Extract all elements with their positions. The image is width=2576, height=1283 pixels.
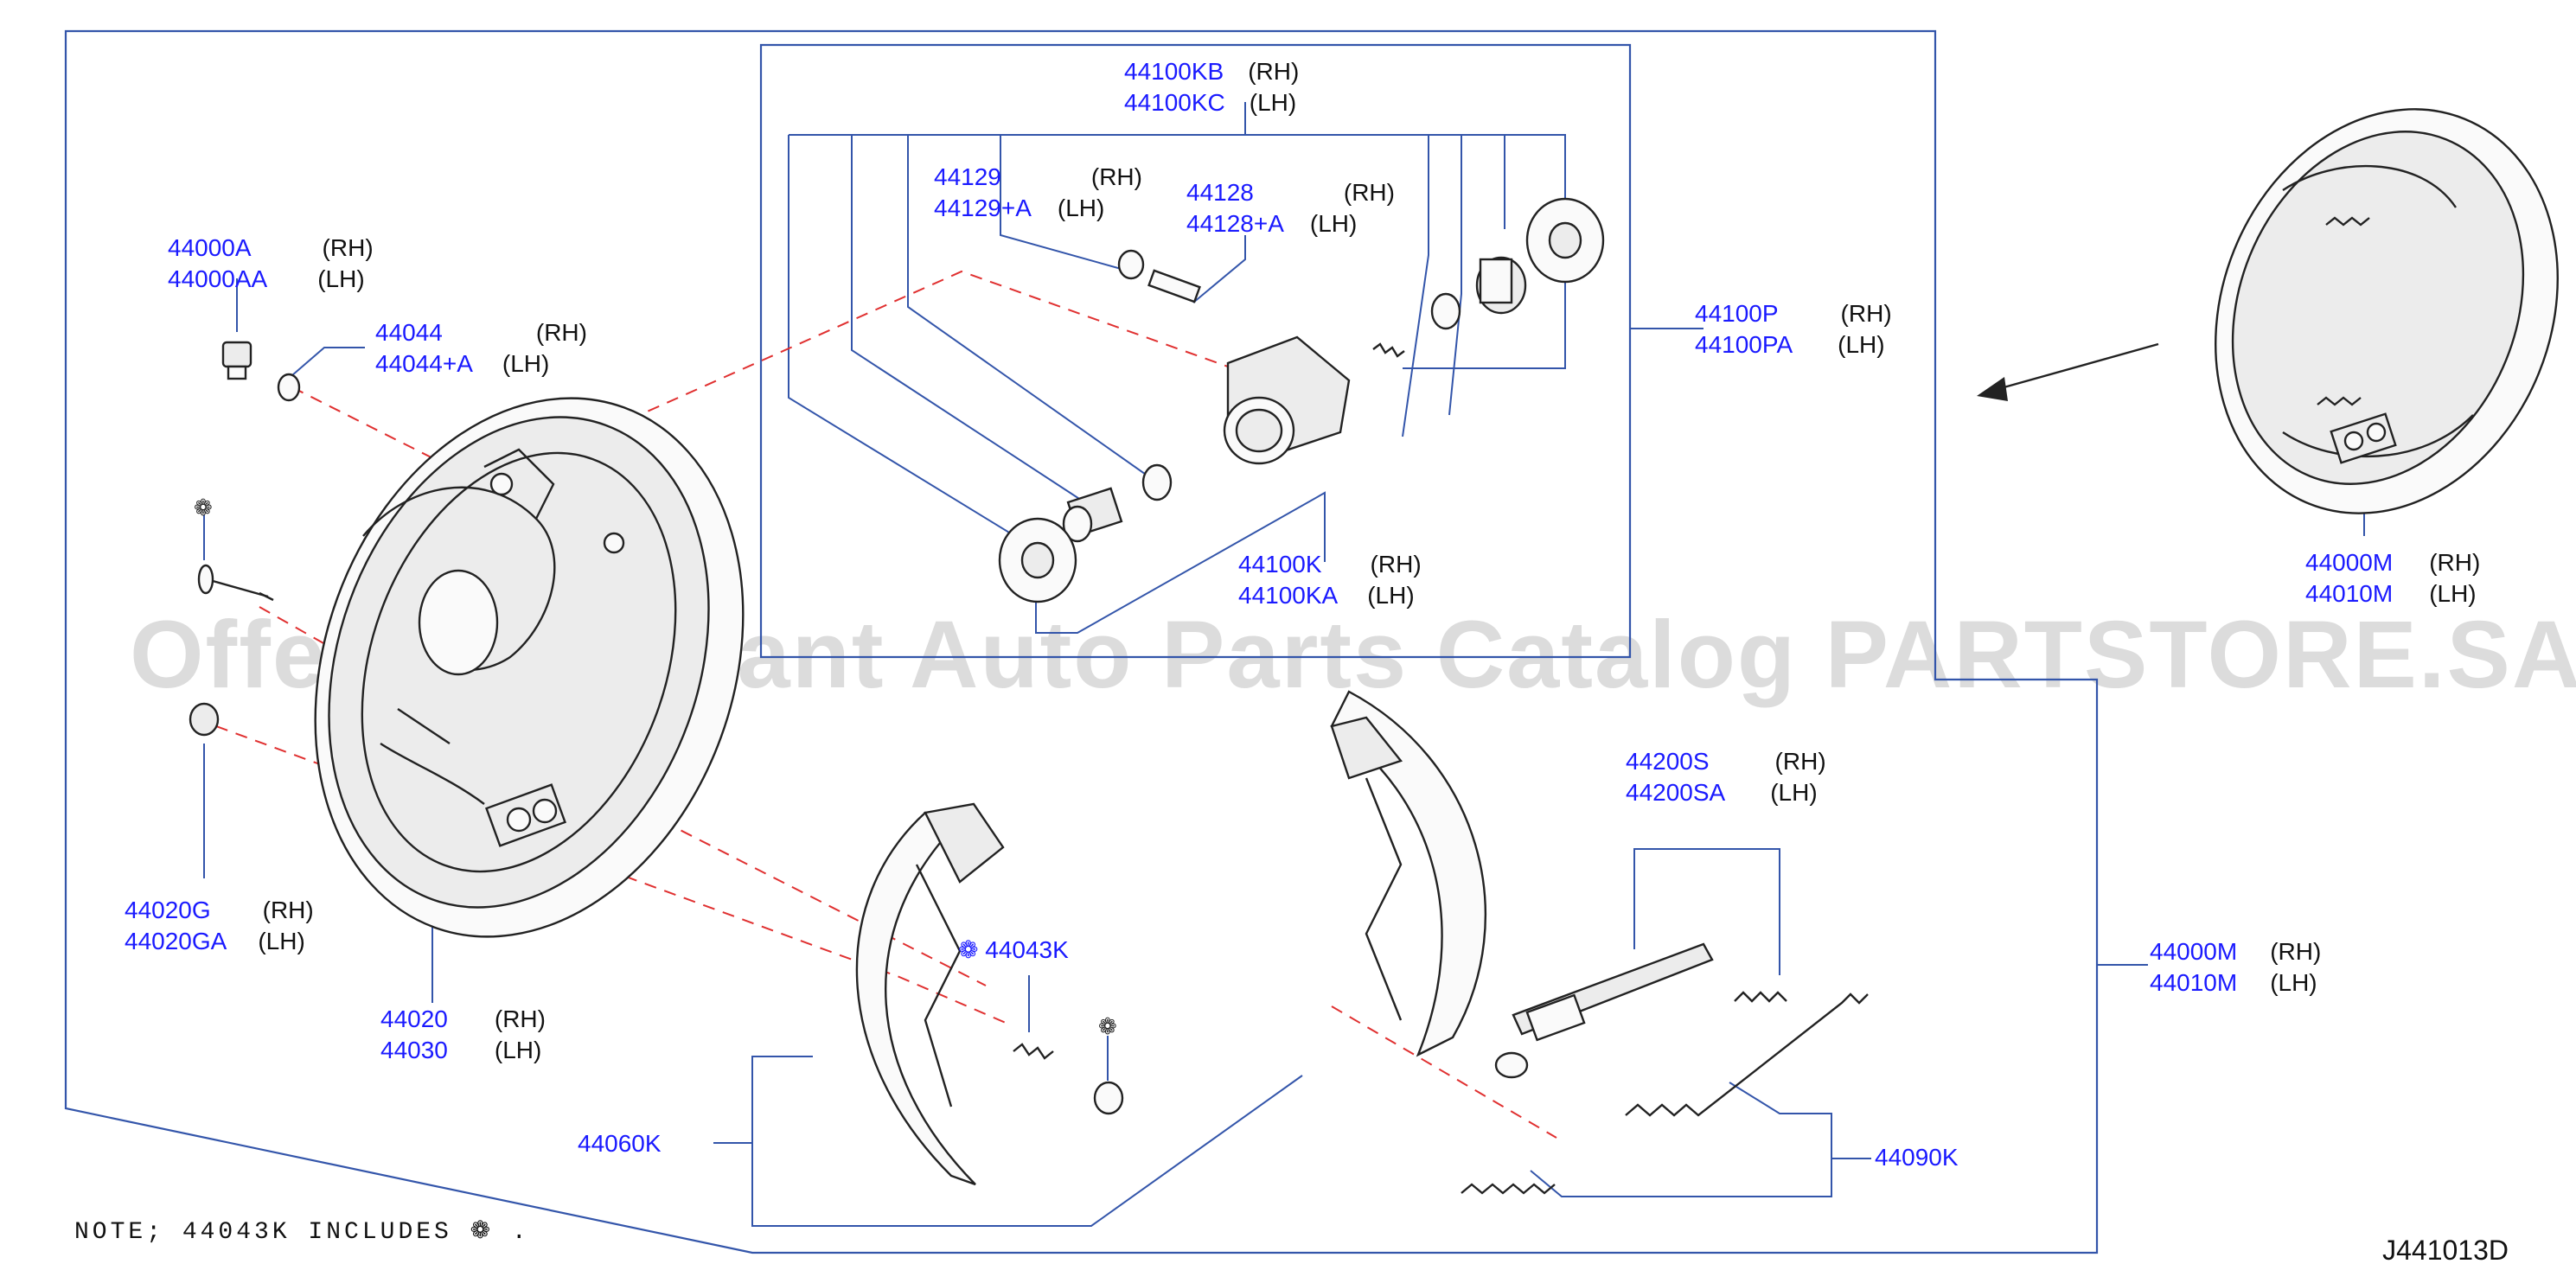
part-label-44100kc[interactable]: 44100KC(LH) bbox=[1124, 89, 1297, 116]
leader-44100k bbox=[1035, 491, 1326, 634]
wheel-cylinder-drawing bbox=[1223, 335, 1351, 465]
part-label-44100p[interactable]: 44100P(RH) bbox=[1695, 300, 1892, 327]
diagram-note: NOTE; 44043K INCLUDES ❁ . bbox=[74, 1219, 530, 1246]
cylinder-kit-frame bbox=[759, 43, 1632, 659]
piston-a-drawing bbox=[1475, 256, 1527, 315]
shoe-spring-44043k-drawing bbox=[1013, 1043, 1054, 1060]
part-label-44030[interactable]: 44030(LH) bbox=[380, 1037, 542, 1063]
leader-44090k bbox=[1530, 1082, 1871, 1197]
part-label-44044a[interactable]: 44044+A(LH) bbox=[375, 350, 550, 377]
washer-44044-drawing bbox=[277, 373, 301, 402]
backing-plate-drawing bbox=[314, 397, 745, 938]
part-label-44100kb[interactable]: 44100KB(RH) bbox=[1124, 58, 1300, 85]
view-arrow bbox=[1985, 342, 2159, 394]
boot-a-drawing bbox=[1525, 197, 1605, 284]
bleeder-cap-drawing bbox=[1117, 249, 1145, 280]
spring-cup-drawing bbox=[1093, 1081, 1124, 1115]
part-label-44129[interactable]: 44129(RH) bbox=[934, 163, 1142, 190]
return-spring-upper-drawing bbox=[1625, 993, 1869, 1117]
pin-asterisk-icon: ❁ bbox=[194, 495, 213, 521]
part-label-44020ga[interactable]: 44020GA(LH) bbox=[125, 928, 305, 954]
part-label-44000m-top[interactable]: 44000M(RH) bbox=[2305, 549, 2481, 576]
part-label-44100k[interactable]: 44100K(RH) bbox=[1238, 551, 1422, 578]
return-spring-lower-drawing bbox=[1461, 1183, 1556, 1195]
diagram-code: J441013D bbox=[2382, 1235, 2509, 1266]
view-arrowhead bbox=[1977, 377, 2008, 401]
bleeder-screw-drawing bbox=[1147, 269, 1201, 303]
part-label-44010m-mid[interactable]: 44010M(LH) bbox=[2150, 969, 2317, 996]
part-label-44200sa[interactable]: 44200SA(LH) bbox=[1626, 779, 1818, 806]
nut-asterisk-icon: ❁ bbox=[1098, 1014, 1117, 1040]
part-label-44000m-mid[interactable]: 44000M(RH) bbox=[2150, 938, 2322, 965]
bolt-44000a-drawing bbox=[221, 341, 252, 380]
spring-small-drawing bbox=[1372, 342, 1405, 358]
boot-b-drawing bbox=[998, 517, 1077, 603]
piston-b-drawing bbox=[1062, 487, 1123, 543]
part-label-44020[interactable]: 44020(RH) bbox=[380, 1005, 546, 1032]
brake-shoe-left-drawing bbox=[855, 802, 1005, 1186]
part-label-44043k[interactable]: ❁ 44043K bbox=[958, 936, 1069, 963]
part-label-44200s[interactable]: 44200S(RH) bbox=[1626, 748, 1826, 775]
part-label-44060k[interactable]: 44060K bbox=[578, 1130, 662, 1157]
part-label-44128a[interactable]: 44128+A(LH) bbox=[1186, 210, 1358, 237]
leader-44044 bbox=[291, 347, 365, 376]
part-label-44128[interactable]: 44128(RH) bbox=[1186, 179, 1395, 206]
ref-line-shoe bbox=[1331, 1005, 1557, 1139]
part-label-44000aa[interactable]: 44000AA(LH) bbox=[168, 265, 365, 292]
part-label-44044[interactable]: 44044(RH) bbox=[375, 319, 587, 346]
part-label-44129a[interactable]: 44129+A(LH) bbox=[934, 195, 1105, 221]
cup-seal-a-drawing bbox=[1430, 292, 1461, 330]
part-label-44100pa[interactable]: 44100PA(LH) bbox=[1695, 331, 1885, 358]
part-label-44090k[interactable]: 44090K bbox=[1875, 1144, 1959, 1171]
leader-44060k bbox=[713, 1056, 1303, 1227]
outer-assembly-frame bbox=[64, 29, 2099, 1254]
cup-seal-b-drawing bbox=[1141, 463, 1173, 501]
part-label-44020g[interactable]: 44020G(RH) bbox=[125, 897, 314, 923]
adjuster-spring-drawing bbox=[1734, 991, 1787, 1003]
leader-cylinder-parts bbox=[788, 135, 1566, 546]
ref-line-lower bbox=[215, 725, 1013, 1026]
part-label-44100ka[interactable]: 44100KA(LH) bbox=[1238, 582, 1415, 609]
part-label-44000a[interactable]: 44000A(RH) bbox=[168, 234, 374, 261]
cup-44020g-drawing bbox=[189, 702, 220, 737]
leader-44128 bbox=[1192, 235, 1246, 303]
hold-pin-drawing bbox=[197, 564, 274, 602]
leader-44129 bbox=[1000, 154, 1125, 271]
ref-line-upper bbox=[291, 270, 1229, 486]
brake-shoe-right-drawing bbox=[1330, 690, 1486, 1057]
adjuster-44200s-drawing bbox=[1494, 942, 1714, 1079]
part-label-44010m-top[interactable]: 44010M(LH) bbox=[2305, 580, 2477, 607]
leader-44200s bbox=[1633, 848, 1780, 975]
assembled-brake-drawing bbox=[2215, 108, 2559, 514]
ref-line-bolt bbox=[259, 606, 987, 986]
